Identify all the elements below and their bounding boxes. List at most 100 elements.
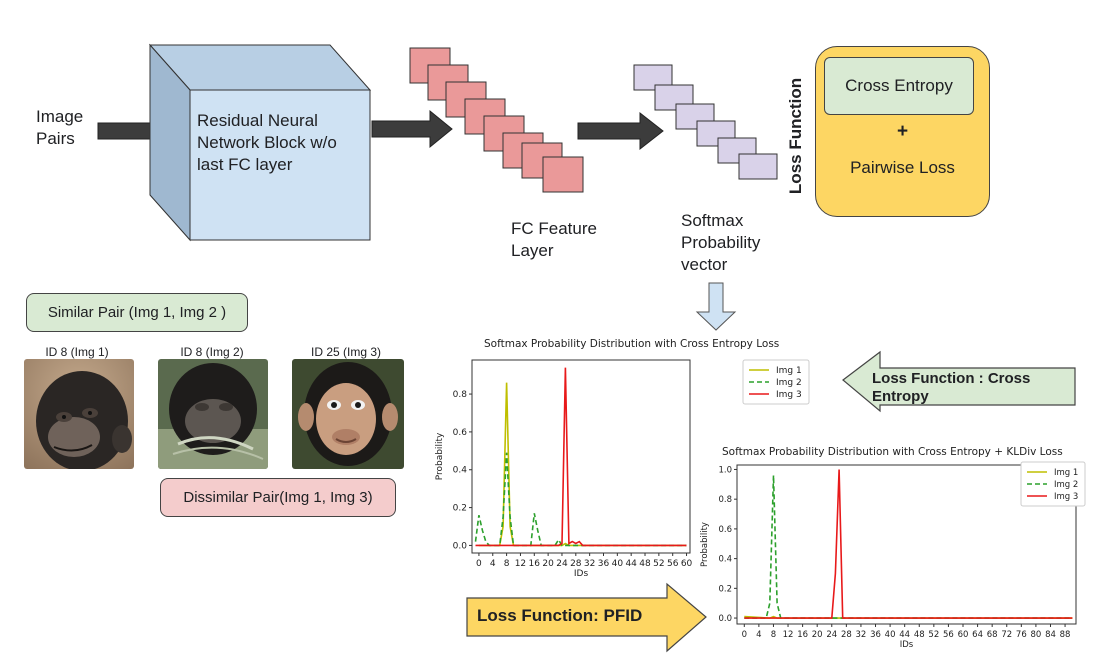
softmax-cell (717, 137, 757, 164)
y-tick-label: 0.4 (453, 466, 468, 476)
x-tick-label: 0 (742, 630, 747, 640)
plus-sign: + (896, 121, 909, 142)
fc-to-softmax-arrow (577, 111, 664, 151)
resnet-block-front (189, 89, 371, 241)
legend-label-1: Img 1 (1054, 468, 1078, 478)
x-tick-label: 80 (1030, 630, 1041, 640)
fc-feature-layer-stack (409, 47, 584, 193)
x-tick-label: 88 (1060, 630, 1071, 640)
x-tick-label: 0 (476, 559, 482, 569)
y-tick-label: 0.6 (718, 525, 732, 535)
softmax-cell (738, 153, 778, 180)
pairwise-loss-label: Pairwise Loss (850, 158, 955, 177)
chart1-title: Softmax Probability Distribution with Cr… (484, 338, 780, 350)
x-axis-label: IDs (900, 640, 914, 650)
loss-function-box: Cross Entropy + Pairwise Loss (815, 46, 990, 217)
series-line-3 (475, 367, 687, 547)
x-tick-label: 24 (556, 559, 568, 569)
x-tick-label: 24 (826, 630, 837, 640)
x-tick-label: 36 (598, 559, 610, 569)
image-caption-2: ID 8 (Img 2) (180, 345, 244, 359)
x-tick-label: 52 (928, 630, 939, 640)
x-tick-label: 12 (515, 559, 526, 569)
x-tick-label: 28 (570, 559, 582, 569)
plot-frame (471, 359, 691, 554)
series-line-3 (744, 469, 1073, 619)
legend-label-2: Img 2 (776, 378, 802, 388)
similar-pair-label: Similar Pair (Img 1, Img 2 ) (26, 293, 248, 332)
x-tick-label: 16 (797, 630, 808, 640)
y-tick-label: 0.2 (453, 504, 467, 514)
y-tick-label: 0.0 (718, 614, 732, 624)
x-tick-label: 8 (771, 630, 776, 640)
x-tick-label: 4 (756, 630, 761, 640)
image-caption-1: ID 8 (Img 1) (45, 345, 109, 359)
loss-function-title-text: Loss Function (786, 77, 805, 195)
x-tick-label: 76 (1016, 630, 1027, 640)
legend-box (742, 359, 810, 405)
resnet-block-label: Residual Neural Network Block w/o last F… (197, 111, 337, 174)
x-tick-label: 56 (943, 630, 954, 640)
chart2-title: Softmax Probability Distribution with Cr… (722, 446, 1063, 458)
x-tick-label: 16 (529, 559, 541, 569)
plot-area (737, 465, 1076, 624)
x-tick-label: 64 (972, 630, 983, 640)
x-tick-label: 40 (885, 630, 896, 640)
legend-label-2: Img 2 (1054, 480, 1078, 490)
x-tick-label: 48 (914, 630, 925, 640)
dissimilar-pair-label: Dissimilar Pair(Img 1, Img 3) (160, 478, 396, 517)
resnet-to-fc-arrow (371, 109, 453, 149)
cross-entropy-callout-arrow (842, 350, 1076, 413)
x-tick-label: 20 (812, 630, 823, 640)
x-tick-label: 4 (490, 559, 496, 569)
chimpanzee-photo-3 (292, 359, 404, 469)
cross-entropy-box: Cross Entropy (824, 57, 974, 115)
input-label: Image Pairs (36, 107, 84, 148)
x-tick-label: 60 (681, 559, 693, 569)
x-tick-label: 60 (958, 630, 969, 640)
x-tick-label: 28 (841, 630, 852, 640)
x-tick-label: 44 (625, 559, 637, 569)
legend-box (1020, 461, 1086, 507)
y-axis-label: Probability (700, 522, 710, 567)
x-tick-label: 84 (1045, 630, 1056, 640)
chimpanzee-photo-2 (158, 359, 268, 469)
x-tick-label: 48 (639, 559, 651, 569)
y-tick-label: 0.2 (718, 584, 732, 594)
plot-frame (736, 464, 1077, 625)
image-caption-3: ID 25 (Img 3) (310, 345, 382, 359)
x-tick-label: 32 (584, 559, 595, 569)
legend-label-3: Img 3 (776, 390, 802, 400)
x-tick-label: 44 (899, 630, 910, 640)
cross-entropy-label: Cross Entropy (845, 76, 953, 95)
pfid-callout-text: Loss Function: PFID (477, 606, 643, 625)
fc-square (542, 156, 584, 193)
x-axis-label: IDs (574, 569, 589, 579)
y-tick-label: 0.8 (453, 390, 468, 400)
x-tick-label: 52 (653, 559, 664, 569)
x-tick-label: 20 (542, 559, 554, 569)
loss-function-title: Loss Function (785, 78, 807, 194)
fc-layer-label: FC Feature Layer (511, 219, 597, 260)
chimpanzee-photo-1 (24, 359, 134, 469)
y-tick-label: 1.0 (718, 465, 732, 475)
legend-label-1: Img 1 (776, 366, 802, 376)
x-tick-label: 36 (870, 630, 881, 640)
x-tick-label: 40 (612, 559, 624, 569)
softmax-down-arrow (695, 282, 737, 331)
x-tick-label: 8 (504, 559, 510, 569)
pfid-callout-arrow (466, 582, 707, 653)
y-tick-label: 0.4 (718, 555, 732, 565)
x-tick-label: 72 (1001, 630, 1012, 640)
legend-label-3: Img 3 (1054, 492, 1078, 502)
x-tick-label: 68 (987, 630, 998, 640)
x-tick-label: 32 (856, 630, 867, 640)
y-tick-label: 0.0 (453, 541, 468, 551)
y-axis-label: Probability (435, 432, 445, 480)
softmax-vector-stack (633, 64, 778, 180)
x-tick-label: 12 (783, 630, 794, 640)
x-tick-label: 56 (667, 559, 679, 569)
